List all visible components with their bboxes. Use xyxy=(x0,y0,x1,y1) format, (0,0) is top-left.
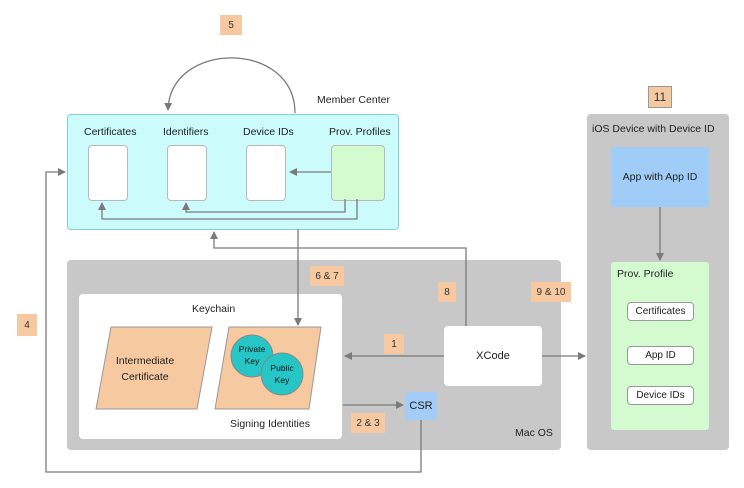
app-box[interactable]: App with App ID xyxy=(611,147,709,207)
arrow-profile-to-identifiers xyxy=(182,199,346,213)
profile-item-certificates[interactable]: Certificates xyxy=(627,302,694,321)
step-8-badge: 8 xyxy=(438,282,456,302)
public-key-line2: Key xyxy=(275,375,290,385)
member-center-title: Member Center xyxy=(317,94,390,106)
intermediate-certificate-line2: Certificate xyxy=(121,371,168,383)
step-5-badge: 5 xyxy=(220,15,242,35)
intermediate-certificate-shape[interactable] xyxy=(95,326,213,410)
step-23-badge: 2 & 3 xyxy=(351,413,385,433)
private-key-line2: Key xyxy=(245,356,260,366)
app-label: App with App ID xyxy=(622,171,698,183)
col-identifiers-label: Identifiers xyxy=(163,126,209,138)
col-prov-profiles-label: Prov. Profiles xyxy=(329,126,391,138)
xcode-box[interactable]: XCode xyxy=(444,326,542,386)
arrow-step-4 xyxy=(45,168,422,473)
public-key-circle[interactable] xyxy=(260,352,304,396)
step-910-badge: 9 & 10 xyxy=(531,282,571,302)
xcode-label: XCode xyxy=(476,350,510,362)
prov-profiles-slot[interactable] xyxy=(331,145,385,201)
identifiers-slot[interactable] xyxy=(167,145,207,201)
signing-identities-label: Signing Identities xyxy=(230,418,310,430)
profile-item-device-ids[interactable]: Device IDs xyxy=(627,386,694,405)
mac-os-title: Mac OS xyxy=(515,427,553,439)
csr-label: CSR xyxy=(409,400,433,412)
arrow-step-5 xyxy=(164,57,296,114)
arrow-profile-to-certificates xyxy=(98,199,358,220)
arrow-step-8 xyxy=(210,231,467,326)
public-key-line1: Public xyxy=(270,363,294,373)
intermediate-certificate-line1: Intermediate xyxy=(116,355,175,367)
col-device-ids-label: Device IDs xyxy=(243,126,294,138)
csr-box[interactable]: CSR xyxy=(405,392,437,420)
ios-device-title: iOS Device with Device ID xyxy=(592,123,715,135)
keychain-title: Keychain xyxy=(192,303,236,315)
step-11-badge: 11 xyxy=(648,86,672,108)
private-key-line1: Private xyxy=(239,344,266,354)
step-67-badge: 6 & 7 xyxy=(310,266,344,286)
step-4-badge: 4 xyxy=(17,314,37,336)
step-1-badge: 1 xyxy=(384,334,404,354)
profile-item-app-id[interactable]: App ID xyxy=(627,346,694,365)
certificates-slot[interactable] xyxy=(88,145,128,201)
device-ids-slot[interactable] xyxy=(246,145,286,201)
col-certificates-label: Certificates xyxy=(84,126,137,138)
device-prov-profile-title: Prov. Profile xyxy=(617,268,674,280)
